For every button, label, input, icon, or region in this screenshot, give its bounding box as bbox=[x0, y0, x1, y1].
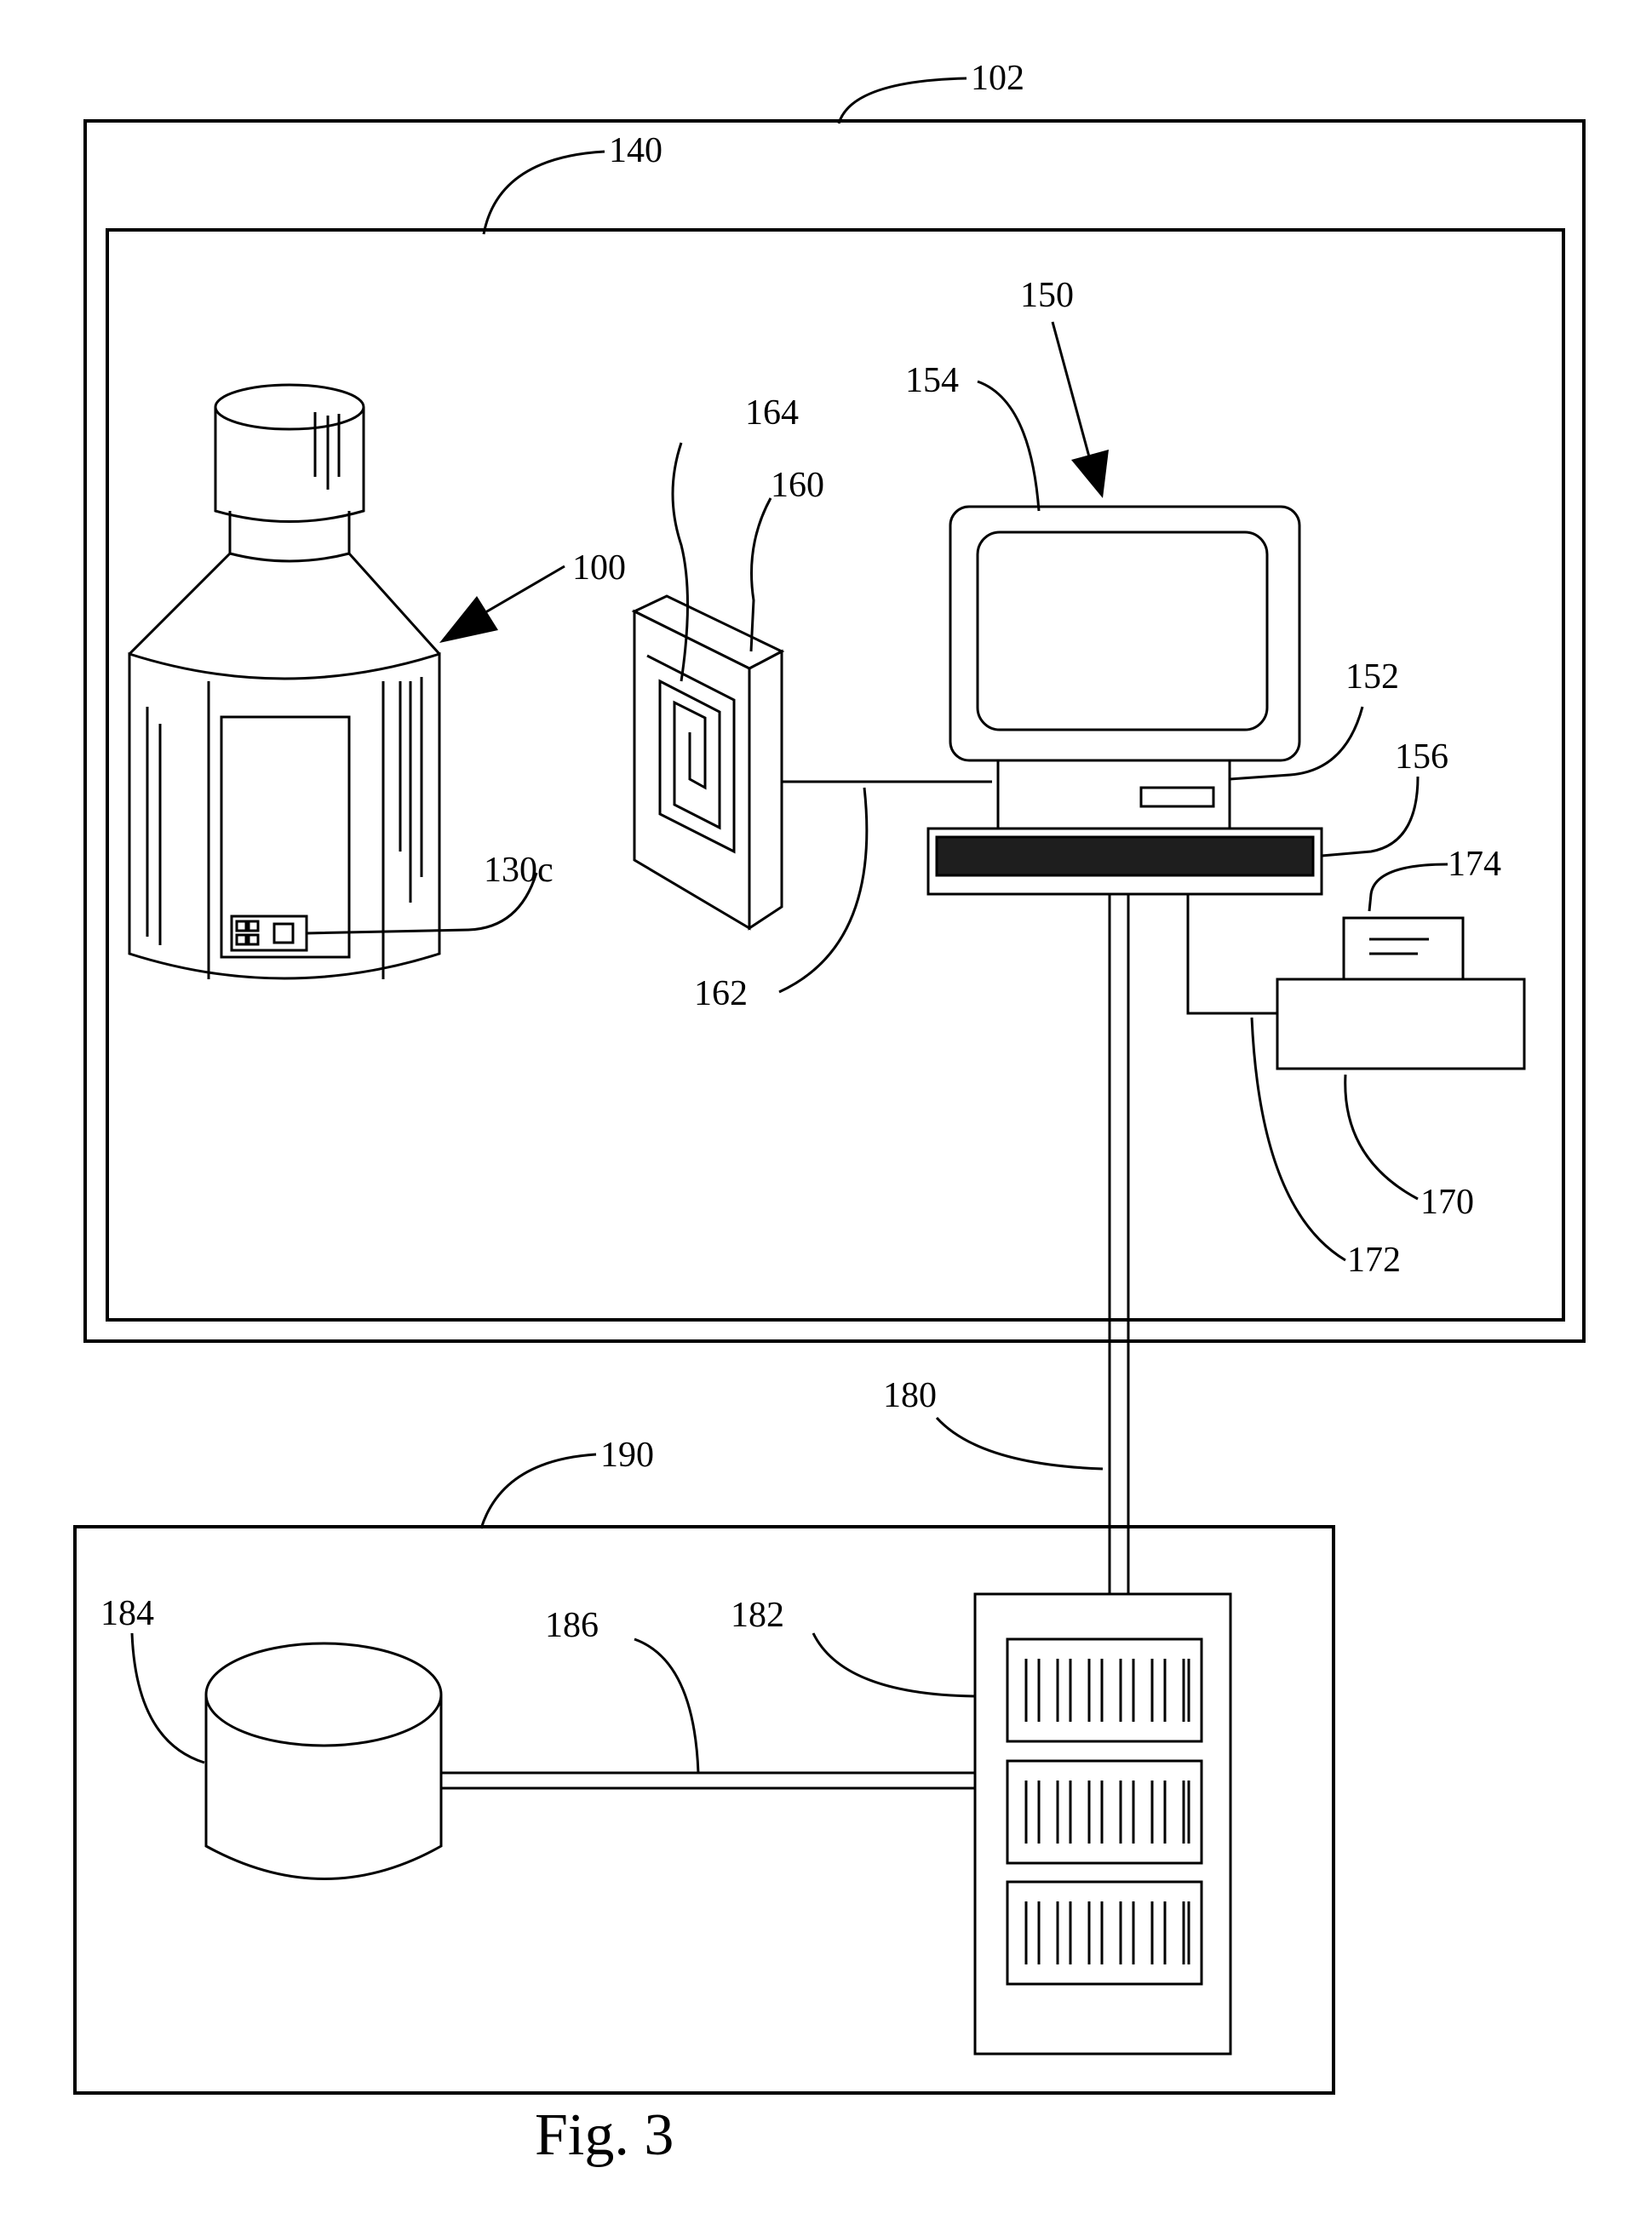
container-arrow bbox=[439, 566, 565, 643]
server-module bbox=[1007, 1761, 1202, 1863]
server-label-number: 182 bbox=[731, 1596, 784, 1635]
keyboard-keys bbox=[937, 837, 1313, 875]
container-label-number: 100 bbox=[572, 548, 626, 588]
network-label-number: 180 bbox=[883, 1376, 937, 1415]
printer-label-number: 170 bbox=[1420, 1183, 1474, 1222]
monitor-label-number: 154 bbox=[905, 361, 959, 400]
server-rack bbox=[975, 1594, 1230, 2054]
monitor-screen bbox=[978, 532, 1267, 730]
reader-label-number: 160 bbox=[771, 466, 824, 505]
database-cylinder bbox=[206, 1643, 441, 1879]
cpu-label-number: 152 bbox=[1345, 657, 1399, 697]
facility-label-number: 102 bbox=[971, 59, 1024, 98]
container-bottle bbox=[129, 385, 439, 979]
db-link-label-number: 186 bbox=[545, 1606, 599, 1645]
db-link bbox=[441, 1773, 975, 1788]
database-label-number: 184 bbox=[100, 1594, 154, 1633]
printer-cable bbox=[1188, 894, 1277, 1013]
cpu-drive-slot bbox=[1141, 788, 1213, 806]
remote-site-label-number: 190 bbox=[600, 1436, 654, 1475]
printout-paper bbox=[1344, 918, 1463, 980]
rfid-reader bbox=[634, 596, 782, 928]
tag-label-number: 130c bbox=[484, 851, 554, 890]
workstation-arrow bbox=[1053, 322, 1109, 498]
room-label-number: 140 bbox=[609, 131, 663, 170]
antenna-label-number: 164 bbox=[745, 393, 799, 433]
server-module bbox=[1007, 1639, 1202, 1741]
network-link bbox=[1110, 894, 1128, 1594]
keyboard bbox=[928, 829, 1322, 894]
figure-caption: Fig. 3 bbox=[535, 2102, 674, 2168]
keyboard-label-number: 156 bbox=[1395, 737, 1448, 777]
server-module bbox=[1007, 1882, 1202, 1984]
printer bbox=[1277, 918, 1524, 1069]
printout-label-number: 174 bbox=[1448, 845, 1501, 884]
workstation-label-number: 150 bbox=[1020, 276, 1074, 315]
monitor bbox=[950, 507, 1299, 760]
printer-cable-label-number: 172 bbox=[1347, 1241, 1401, 1280]
cpu-unit bbox=[998, 760, 1230, 829]
reader-cable-label-number: 162 bbox=[694, 974, 748, 1013]
